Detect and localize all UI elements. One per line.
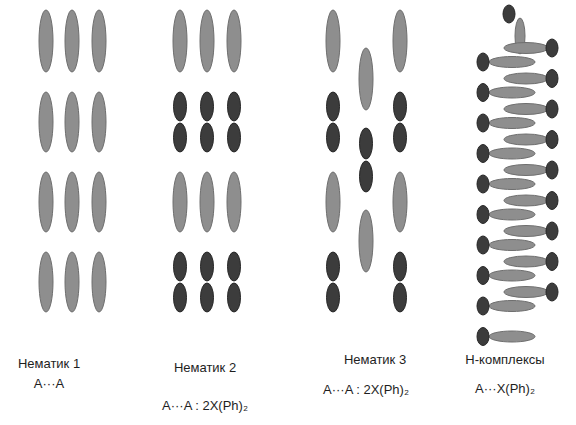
complex-tail [504, 195, 548, 206]
rod-molecule [173, 10, 187, 72]
short-molecule [201, 283, 214, 312]
rod-molecule [326, 10, 340, 72]
rod-molecule [65, 172, 79, 232]
complex-tail [489, 118, 535, 129]
rod-molecule [359, 48, 373, 110]
short-molecule [360, 161, 373, 192]
short-molecule [174, 92, 187, 121]
complex-tail [504, 134, 548, 145]
rod-molecule [393, 172, 407, 232]
rod-molecule [92, 252, 106, 312]
complex-tail [489, 270, 535, 281]
short-molecule [394, 252, 407, 281]
complex-tail [489, 240, 535, 251]
complex-tail [504, 43, 548, 54]
complex-tail [504, 165, 548, 176]
short-molecule [394, 92, 407, 121]
short-molecule [327, 252, 340, 281]
short-molecule [201, 252, 214, 281]
short-molecule [327, 283, 340, 312]
complex-head [477, 114, 489, 132]
complex-tail [489, 148, 535, 159]
rod-molecule [326, 172, 340, 232]
rod-molecule [173, 172, 187, 232]
complex-tail [504, 73, 548, 84]
composition-formula: A···A : 2X(Ph)₂ [162, 398, 248, 414]
complex-head [546, 39, 558, 57]
rod-molecule [92, 10, 106, 72]
short-molecule [228, 252, 241, 281]
complex-tail [489, 179, 535, 190]
rod-molecule [39, 10, 53, 72]
complex-head [477, 236, 489, 254]
complex-head [477, 53, 489, 71]
complex-tail [489, 87, 535, 98]
short-molecule [394, 283, 407, 312]
short-molecule [174, 252, 187, 281]
complex-head [546, 100, 558, 118]
short-molecule [201, 92, 214, 121]
complex-head [546, 161, 558, 179]
complex-head [477, 297, 489, 315]
rod-molecule [227, 10, 241, 72]
complex-head [477, 145, 489, 163]
rod-molecule [393, 10, 407, 72]
short-molecule [174, 283, 187, 312]
phase-name: Нематик 1 [18, 356, 80, 372]
composition-formula: A···X(Ph)₂ [475, 381, 535, 397]
rod-molecule [65, 92, 79, 152]
complex-tail [489, 57, 535, 68]
short-molecule [228, 283, 241, 312]
complex-tail [504, 287, 548, 298]
rod-molecule [227, 172, 241, 232]
rod-molecule [65, 10, 79, 72]
short-molecule [394, 123, 407, 152]
short-molecule [228, 123, 241, 152]
rod-molecule [92, 92, 106, 152]
rod-molecule [39, 92, 53, 152]
complex-head [546, 253, 558, 271]
rod-molecule [39, 252, 53, 312]
complex-head [477, 175, 489, 193]
phase-name: Н-комплексы [465, 352, 544, 368]
rod-molecule [359, 210, 373, 272]
rod-molecule [92, 172, 106, 232]
short-molecule [201, 123, 214, 152]
complex-head [546, 283, 558, 301]
complex-tail [489, 301, 535, 312]
rod-molecule [39, 172, 53, 232]
short-molecule [327, 123, 340, 152]
complex-head [477, 206, 489, 224]
complex-head [546, 70, 558, 88]
complex-head [546, 192, 558, 210]
complex-tail [489, 209, 535, 220]
complex-tail [504, 256, 548, 267]
short-molecule [360, 128, 373, 159]
complex-head [503, 5, 515, 23]
rod-molecule [65, 252, 79, 312]
short-molecule [327, 92, 340, 121]
composition-formula: A···A : 2X(Ph)₂ [323, 382, 409, 398]
rod-molecule [200, 172, 214, 232]
complex-tail [504, 226, 548, 237]
rod-molecule [200, 10, 214, 72]
short-molecule [228, 92, 241, 121]
composition-formula: A···A [34, 376, 64, 392]
short-molecule [174, 123, 187, 152]
complex-head [477, 328, 489, 346]
complex-head [546, 222, 558, 240]
complex-head [477, 84, 489, 102]
phase-name: Нематик 3 [344, 352, 406, 368]
complex-head [477, 267, 489, 285]
complex-head [546, 131, 558, 149]
complex-tail [489, 331, 535, 342]
complex-tail [504, 104, 548, 115]
phase-name: Нематик 2 [174, 360, 236, 376]
